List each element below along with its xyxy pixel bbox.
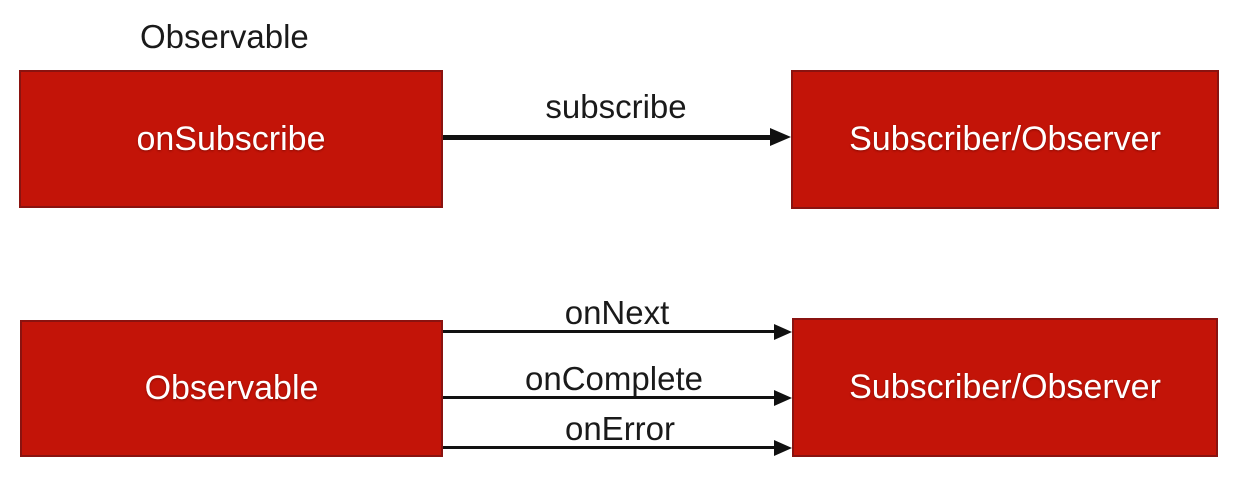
subscribe-arrowhead-icon (770, 128, 791, 146)
onerror-arrowhead-icon (774, 440, 792, 456)
onerror-arrow-line (443, 446, 776, 449)
oncomplete-arrow-label: onComplete (525, 360, 703, 397)
subscribe-arrow-label: subscribe (545, 88, 687, 125)
observable-box: Observable (20, 320, 443, 457)
onnext-arrow-line (443, 330, 776, 333)
subscriber-observer-box-bottom-label: Subscriber/Observer (849, 368, 1161, 406)
observable-title-label: Observable (140, 18, 309, 55)
onnext-arrowhead-icon (774, 324, 792, 340)
oncomplete-arrow-line (443, 396, 776, 399)
oncomplete-arrowhead-icon (774, 390, 792, 406)
subscriber-observer-box-top: Subscriber/Observer (791, 70, 1219, 209)
onnext-arrow-label: onNext (564, 294, 670, 331)
subscribe-arrow-line (443, 135, 772, 140)
observable-box-label: Observable (144, 369, 319, 407)
onerror-arrow-label: onError (564, 410, 676, 447)
subscriber-observer-box-top-label: Subscriber/Observer (849, 120, 1161, 158)
onsubscribe-box: onSubscribe (19, 70, 443, 208)
onsubscribe-box-label: onSubscribe (136, 119, 326, 158)
subscriber-observer-box-bottom: Subscriber/Observer (792, 318, 1218, 457)
